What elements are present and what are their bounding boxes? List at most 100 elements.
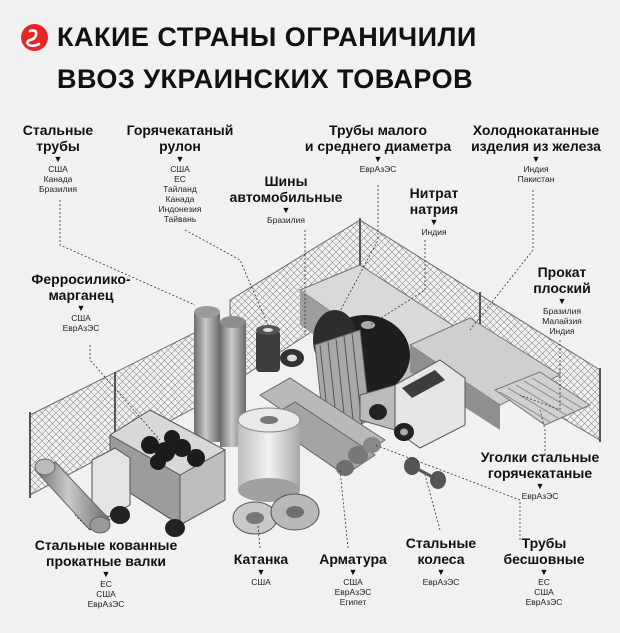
- label-angles: Уголки стальные горячекатаные ▼ ЕврАзЭС: [470, 449, 610, 501]
- label-seamless: Трубы бесшовные ▼ ЕС США ЕврАзЭС: [496, 535, 592, 607]
- arrow-icon: ▼: [76, 303, 86, 313]
- country: Канада: [43, 174, 73, 184]
- country: Бразилия: [543, 306, 581, 316]
- label-heading: натрия: [409, 201, 459, 217]
- arrow-icon: ▼: [557, 296, 567, 306]
- country: Египет: [339, 597, 367, 607]
- label-heading: Арматура: [319, 551, 387, 567]
- label-tires: Шины автомобильные ▼ Бразилия: [226, 173, 346, 225]
- label-heading: и среднего диаметра: [304, 138, 452, 154]
- title-line-1: КАКИЕ СТРАНЫ ОГРАНИЧИЛИ: [57, 22, 477, 52]
- country: Тайланд: [163, 184, 197, 194]
- arrow-icon: ▼: [348, 567, 358, 577]
- label-heading: Трубы: [521, 535, 567, 551]
- country: ЕврАзЭС: [87, 599, 125, 609]
- label-heading: Трубы малого: [328, 122, 428, 138]
- label-heading: Прокат: [537, 264, 587, 280]
- label-heading: Горячекатаный: [126, 122, 234, 138]
- country: Индия: [549, 326, 575, 336]
- country: Бразилия: [39, 184, 77, 194]
- label-heading: марганец: [48, 287, 114, 303]
- country: Индия: [421, 227, 447, 237]
- label-heading: Холоднокатанные: [472, 122, 600, 138]
- country: Малайзия: [542, 316, 582, 326]
- label-flat-rolled: Прокат плоский ▼ Бразилия Малайзия Индия: [520, 264, 604, 336]
- label-small-pipes: Трубы малого и среднего диаметра ▼ ЕврАз…: [296, 122, 460, 174]
- tires: [256, 325, 304, 372]
- truck-right: [359, 359, 466, 449]
- country: США: [48, 164, 68, 174]
- arrow-icon: ▼: [256, 567, 266, 577]
- label-steel-pipes: Стальные трубы ▼ США Канада Бразилия: [14, 122, 102, 194]
- country: США: [170, 164, 190, 174]
- country: ЕС: [100, 579, 112, 589]
- country: Пакистан: [517, 174, 555, 184]
- label-heading: Стальные: [405, 535, 477, 551]
- pointer-lines: [59, 185, 561, 549]
- arrow-icon: ▼: [101, 569, 111, 579]
- label-heading: Ферросилико-: [31, 271, 131, 287]
- label-heading: Шины: [264, 173, 308, 189]
- country: ЕС: [538, 577, 550, 587]
- label-heading: автомобильные: [229, 189, 343, 205]
- arrow-icon: ▼: [281, 205, 291, 215]
- arrow-icon: ▼: [175, 154, 185, 164]
- label-hot-coil: Горячекатаный рулон ▼ США ЕС Тайланд Кан…: [118, 122, 242, 224]
- label-heading: Стальные: [22, 122, 94, 138]
- country: ЕврАзЭС: [525, 597, 563, 607]
- country: Индонезия: [158, 204, 202, 214]
- country: Канада: [165, 194, 195, 204]
- steel-pipes-tall: [194, 306, 246, 447]
- country: ЕврАзЭС: [62, 323, 100, 333]
- arrow-icon: ▼: [539, 567, 549, 577]
- country: ЕврАзЭС: [359, 164, 397, 174]
- label-heading: изделия из железа: [471, 138, 601, 154]
- label-heading: колеса: [417, 551, 465, 567]
- country: ЕврАзЭС: [334, 587, 372, 597]
- label-wheels: Стальные колеса ▼ ЕврАзЭС: [402, 535, 480, 587]
- country: США: [343, 577, 363, 587]
- steel-wheels: [404, 457, 446, 489]
- country: ЕврАзЭС: [422, 577, 460, 587]
- label-heading: бесшовные: [503, 551, 585, 567]
- label-wire-rod: Катанка ▼ США: [224, 551, 298, 587]
- country: США: [71, 313, 91, 323]
- label-rebar: Арматура ▼ США ЕврАзЭС Египет: [312, 551, 394, 607]
- brand-logo: [21, 24, 48, 51]
- label-heading: рулон: [159, 138, 201, 154]
- forged-roll: [34, 458, 111, 534]
- wire-rod-coils: [232, 493, 320, 535]
- arrow-icon: ▼: [429, 217, 439, 227]
- arrow-icon: ▼: [531, 154, 541, 164]
- label-heading: прокатные валки: [45, 553, 166, 569]
- label-heading: горячекатаные: [487, 465, 593, 481]
- label-heading: Уголки стальные: [480, 449, 600, 465]
- country: Тайвань: [163, 214, 197, 224]
- steel-angles: [493, 371, 592, 426]
- arrow-icon: ▼: [373, 154, 383, 164]
- hot-rolled-coil: [237, 407, 301, 502]
- arrow-icon: ▼: [53, 154, 63, 164]
- title-line-2: ВВОЗ УКРАИНСКИХ ТОВАРОВ: [57, 64, 474, 94]
- country: США: [251, 577, 271, 587]
- country: США: [96, 589, 116, 599]
- country: ЕС: [174, 174, 186, 184]
- arrow-icon: ▼: [436, 567, 446, 577]
- country: ЕврАзЭС: [521, 491, 559, 501]
- country: Индия: [523, 164, 549, 174]
- label-heading: Стальные кованные: [34, 537, 178, 553]
- label-heading: трубы: [36, 138, 80, 154]
- dump-truck: [91, 409, 226, 537]
- label-forged-rolls: Стальные кованные прокатные валки ▼ ЕС С…: [28, 537, 184, 609]
- country: США: [534, 587, 554, 597]
- label-heading: Нитрат: [409, 185, 459, 201]
- label-cold-iron: Холоднокатанные изделия из железа ▼ Инди…: [462, 122, 610, 184]
- arrow-icon: ▼: [535, 481, 545, 491]
- label-ferro: Ферросилико- марганец ▼ США ЕврАзЭС: [28, 271, 134, 333]
- label-heading: Катанка: [233, 551, 289, 567]
- label-sodium-nitrate: Нитрат натрия ▼ Индия: [394, 185, 474, 237]
- country: Бразилия: [267, 215, 305, 225]
- label-heading: плоский: [533, 280, 591, 296]
